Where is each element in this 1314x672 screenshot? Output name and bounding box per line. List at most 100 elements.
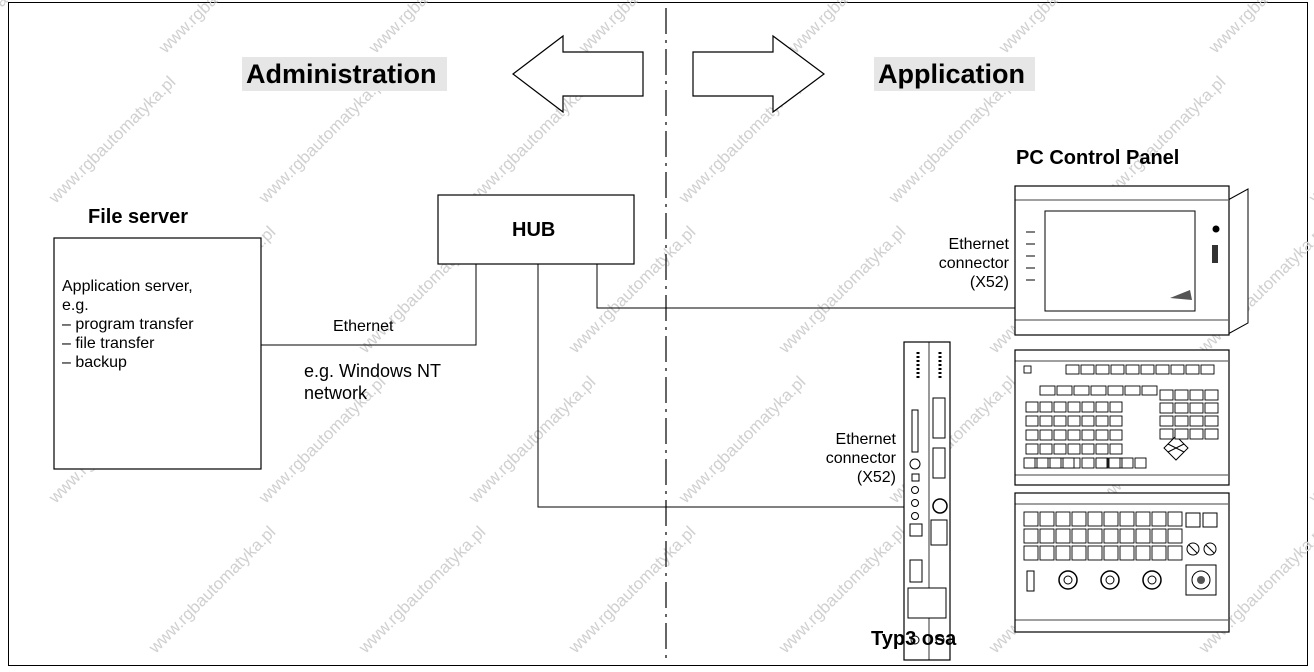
device-key [1170, 364, 1185, 375]
file-server-title: File server [88, 206, 189, 228]
device-key [1039, 545, 1055, 561]
arrow-left-icon [512, 34, 644, 114]
pc-connector-line1: Ethernet [948, 236, 1009, 253]
device-key [1087, 511, 1103, 527]
diagram-frame [8, 2, 1308, 666]
device-key [1167, 545, 1183, 561]
device-key [1095, 443, 1109, 455]
ethernet-link-server-hub [261, 264, 477, 346]
device-key [1039, 401, 1053, 413]
device-key [1109, 443, 1123, 455]
device-key [1025, 443, 1039, 455]
device-key [1108, 457, 1121, 469]
pc-control-panel-title: PC Control Panel [1016, 147, 1180, 169]
device-key [1087, 528, 1103, 544]
device-key [1071, 511, 1087, 527]
device-key [1071, 545, 1087, 561]
arrow-right-icon [692, 34, 826, 114]
device-key [1081, 415, 1095, 427]
administration-heading: Administration [242, 57, 447, 91]
device-key [1049, 457, 1062, 469]
device-key [1023, 528, 1039, 544]
device-key [1140, 364, 1155, 375]
device-key [1159, 428, 1174, 440]
device-key [1053, 401, 1067, 413]
device-key [1090, 385, 1107, 396]
device-key [1025, 401, 1039, 413]
feature-item: – file transfer [62, 335, 155, 352]
device-key [1189, 389, 1204, 401]
ethernet-link-hub-pc [596, 264, 1015, 309]
device-key [1023, 365, 1032, 374]
network-note: e.g. Windows NT network [304, 360, 441, 404]
device-key [1095, 364, 1110, 375]
device-key [1067, 415, 1081, 427]
device-key [1121, 457, 1134, 469]
device-key [1174, 428, 1189, 440]
device-key [1110, 364, 1125, 375]
device-key [1087, 545, 1103, 561]
device-key [1109, 415, 1123, 427]
typ3-osa-title: Typ3 osa [871, 628, 957, 650]
device-key [1023, 545, 1039, 561]
device-key [1134, 457, 1147, 469]
device-key [1081, 401, 1095, 413]
feature-item: – program transfer [62, 316, 194, 333]
device-key [1036, 457, 1049, 469]
typ3-osa-controller-device [903, 341, 951, 661]
machine-control-panel-device [1014, 492, 1230, 633]
device-key [1119, 511, 1135, 527]
device-key [1174, 402, 1189, 414]
device-key [1204, 415, 1219, 427]
hub-box [437, 194, 635, 265]
device-key [1081, 429, 1095, 441]
device-key [1065, 364, 1080, 375]
device-key [1125, 364, 1140, 375]
device-key [1039, 429, 1053, 441]
file-server-line2: e.g. [62, 297, 89, 314]
device-key [1159, 415, 1174, 427]
device-key [1107, 385, 1124, 396]
device-key [1109, 401, 1123, 413]
device-key [1062, 457, 1075, 469]
typ3-connector-line3: (X52) [856, 469, 896, 486]
device-key [1103, 511, 1119, 527]
pc-connector-line2: connector [938, 255, 1009, 272]
device-key [1067, 429, 1081, 441]
application-heading: Application [874, 57, 1035, 91]
device-key [1185, 364, 1200, 375]
device-key [1053, 429, 1067, 441]
device-key [1141, 385, 1158, 396]
device-key [1109, 429, 1123, 441]
device-key [1053, 415, 1067, 427]
device-key [1135, 545, 1151, 561]
device-key [1204, 402, 1219, 414]
device-key [1039, 443, 1053, 455]
device-key [1025, 429, 1039, 441]
file-server-line1: Application server, [62, 278, 193, 295]
file-server-feature-list: – program transfer – file transfer – bac… [62, 315, 194, 372]
keyboard-panel-device [1014, 349, 1230, 486]
device-key [1055, 511, 1071, 527]
device-key [1151, 528, 1167, 544]
device-key [1025, 415, 1039, 427]
device-key [1167, 528, 1183, 544]
device-key [1095, 429, 1109, 441]
network-note-line1: e.g. Windows NT [304, 361, 442, 381]
file-server-description: Application server, e.g. – program trans… [62, 277, 194, 372]
device-key [1124, 385, 1141, 396]
device-key [1189, 402, 1204, 414]
device-key [1135, 511, 1151, 527]
file-server-box [53, 237, 262, 470]
device-key [1039, 415, 1053, 427]
device-key [1204, 428, 1219, 440]
device-key [1039, 511, 1055, 527]
device-key [1103, 545, 1119, 561]
device-key [1189, 415, 1204, 427]
device-key [1071, 528, 1087, 544]
device-key [1023, 511, 1039, 527]
device-key [1159, 389, 1174, 401]
device-key [1189, 428, 1204, 440]
device-key [1204, 389, 1219, 401]
